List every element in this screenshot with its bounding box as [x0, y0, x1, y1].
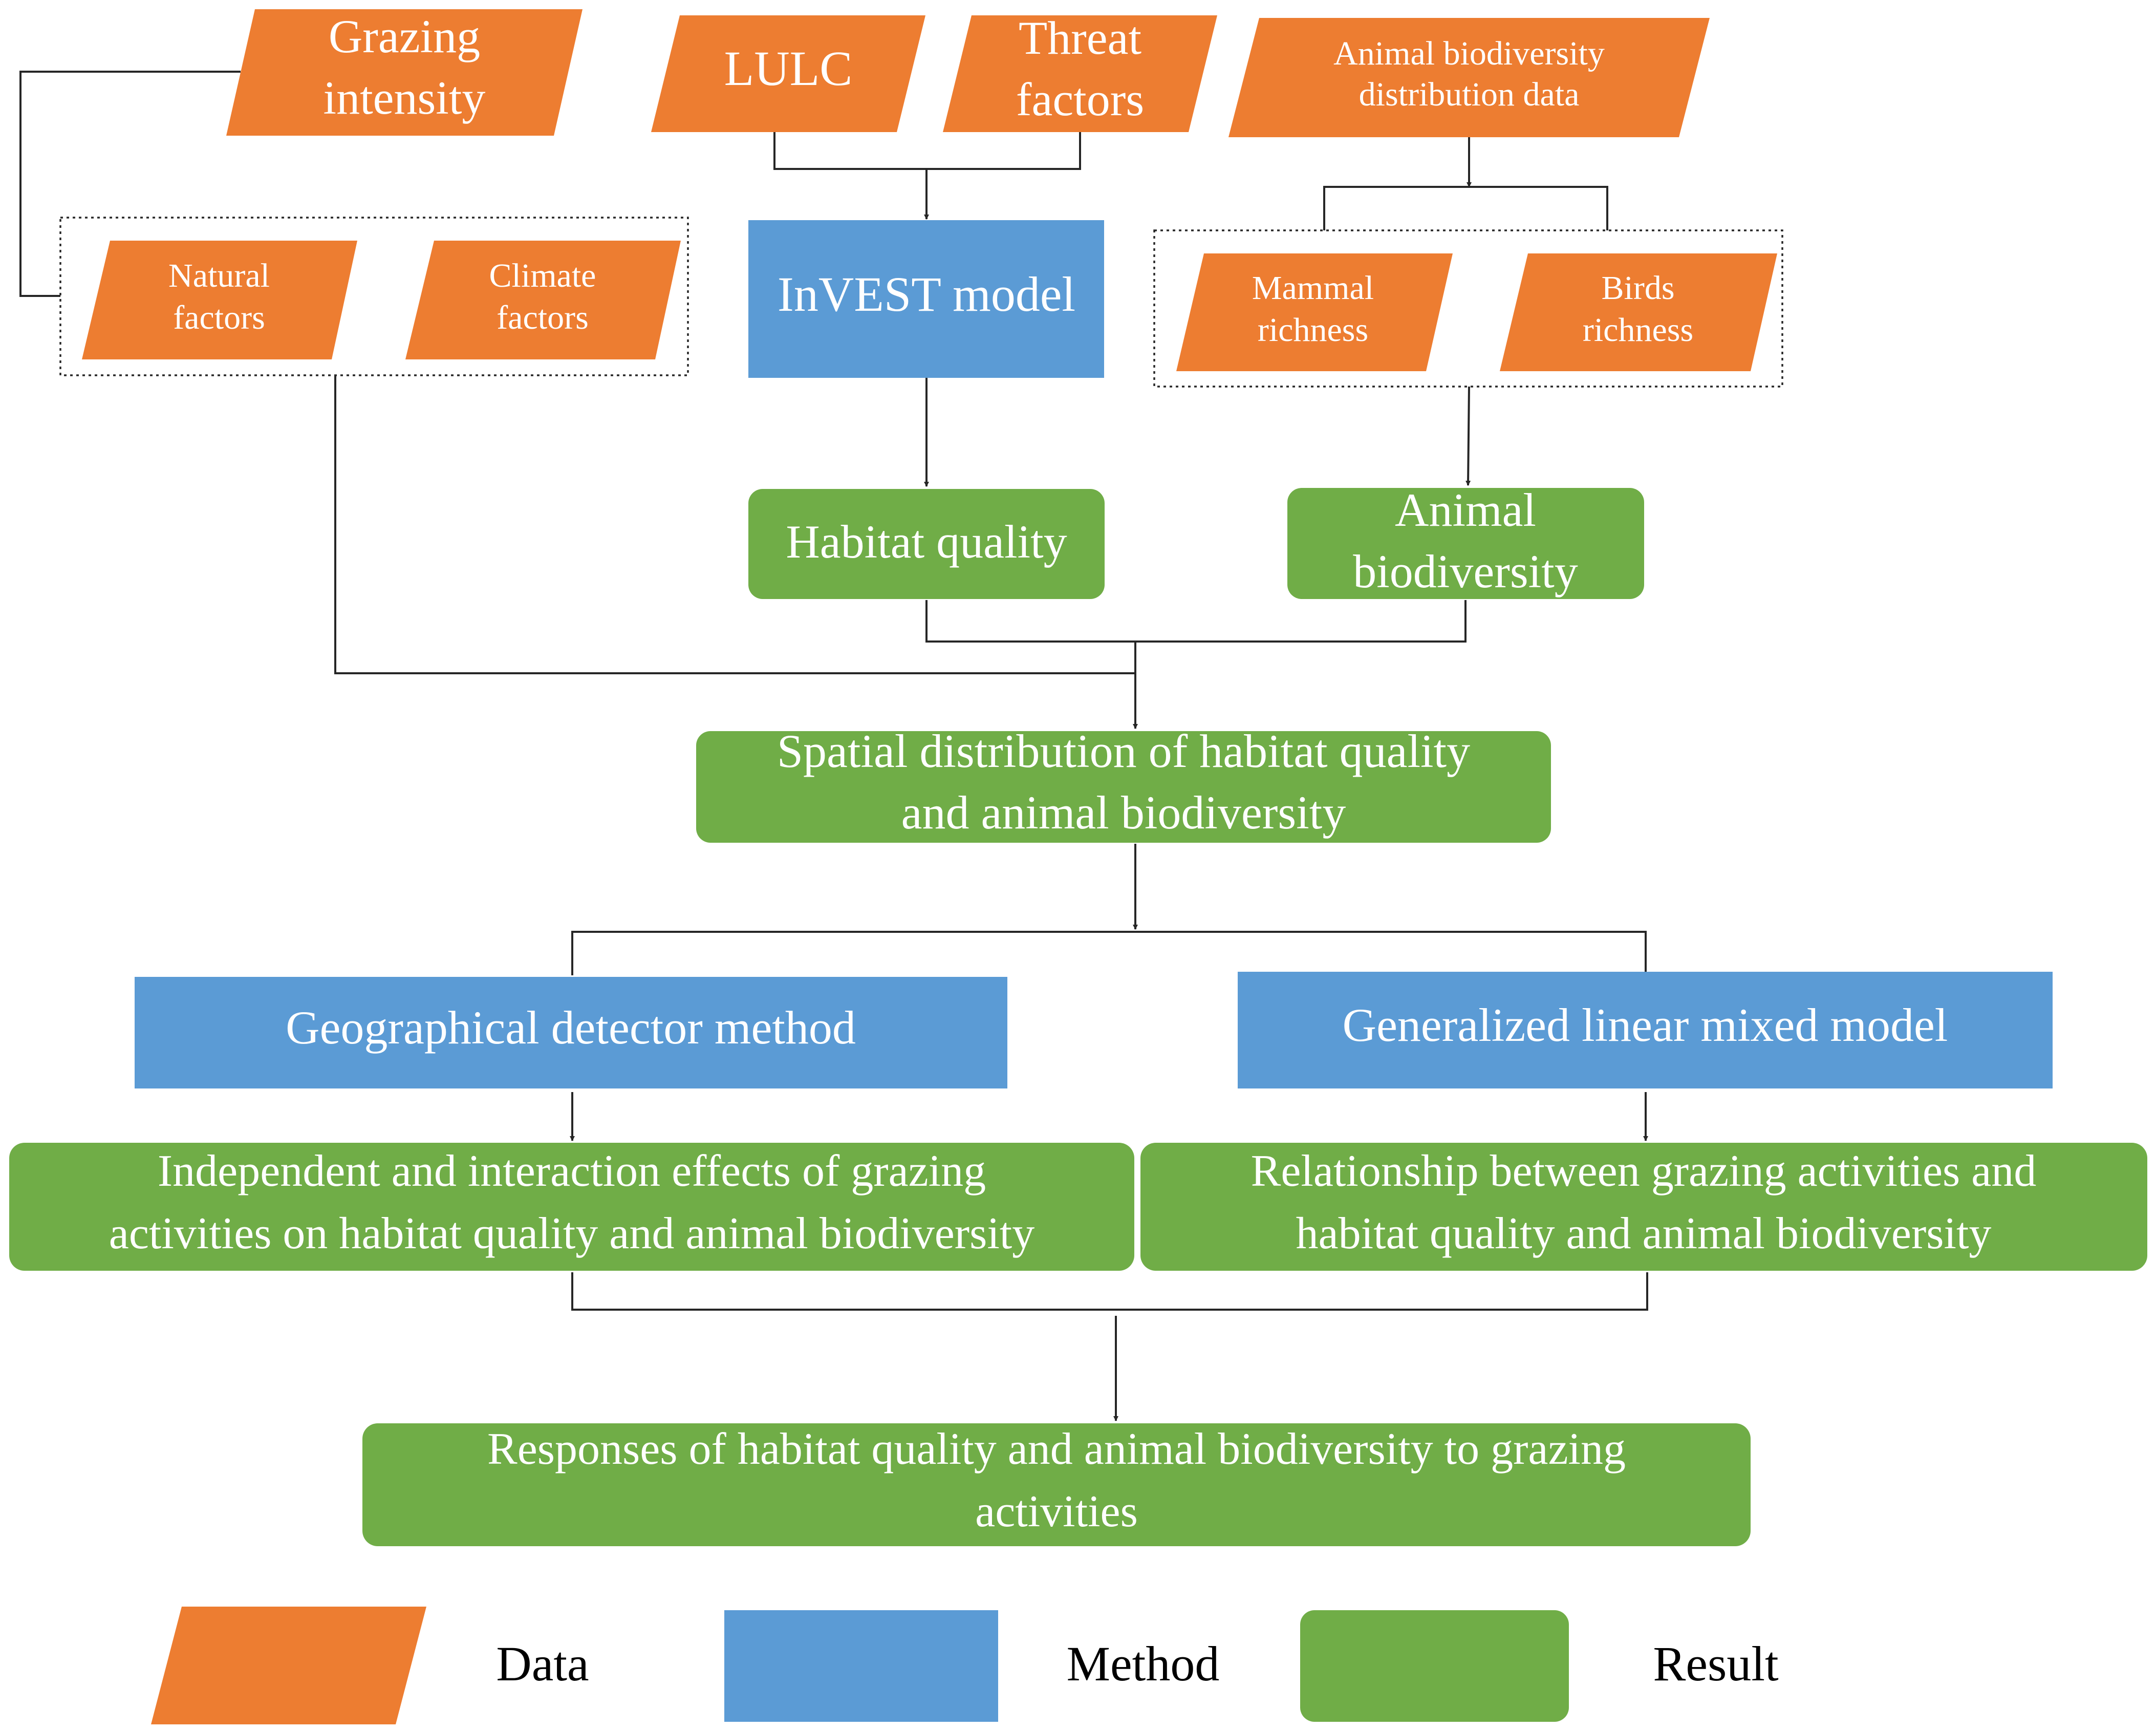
label-line: distribution data — [1359, 76, 1580, 113]
label-line: LULC — [724, 41, 853, 96]
label-line: factors — [173, 299, 265, 336]
label-line: habitat quality and animal biodiversity — [1296, 1209, 1992, 1258]
label-line: factors — [497, 299, 589, 336]
animal-biodiversity-shape — [1287, 488, 1644, 599]
label-line: and animal biodiversity — [901, 786, 1346, 839]
lulc-label: LULC — [724, 41, 853, 96]
node-birds-richness: Birds richness — [1500, 253, 1777, 371]
label-line: Climate — [489, 257, 596, 294]
threat-factors-shape — [943, 15, 1217, 132]
node-climate-factors: Climate factors — [405, 241, 681, 359]
invest-model-shape — [748, 220, 1104, 378]
legend-result-label: Result — [1653, 1636, 1779, 1691]
animal-distribution-data-label: Animal biodiversity distribution data — [1333, 35, 1605, 113]
glmm-shape — [1238, 972, 2053, 1088]
label-line: Relationship between grazing activities … — [1251, 1146, 2037, 1196]
label-line: Natural — [168, 257, 270, 294]
node-independent-effects: Independent and interaction effects of g… — [9, 1143, 1134, 1271]
label-line: activities on habitat quality and animal… — [109, 1209, 1034, 1258]
legend: Data Method Result — [151, 1607, 1779, 1724]
node-animal-distribution-data: Animal biodiversity distribution data — [1228, 18, 1710, 137]
responses-label: Responses of habitat quality and animal … — [487, 1424, 1626, 1536]
label-line: Birds — [1601, 269, 1674, 307]
connector-species-split — [1323, 186, 1608, 230]
node-glmm: Generalized linear mixed model — [1238, 972, 2053, 1088]
connectors — [19, 71, 1648, 1421]
node-threat-factors: Threat factors — [943, 12, 1217, 132]
threat-factors-label: Threat factors — [1016, 12, 1144, 125]
independent-effects-shape — [9, 1143, 1134, 1271]
birds-richness-shape — [1500, 253, 1777, 371]
connector-results-merge — [925, 600, 1467, 643]
spatial-distribution-shape — [696, 731, 1551, 843]
natural-factors-label: Natural factors — [168, 257, 270, 336]
node-geographical-detector: Geographical detector method — [135, 977, 1007, 1088]
label-line: activities — [975, 1487, 1138, 1536]
connector-grazing-to-factors — [19, 71, 241, 297]
label-line: Responses of habitat quality and animal … — [487, 1424, 1626, 1474]
connector-lulc-threat — [773, 131, 1081, 170]
factors-group-box — [59, 217, 689, 376]
label-line: Spatial distribution of habitat quality — [777, 725, 1470, 777]
node-grazing-intensity: Grazing intensity — [226, 9, 583, 136]
mammal-richness-shape — [1176, 253, 1453, 371]
independent-effects-label: Independent and interaction effects of g… — [109, 1146, 1034, 1258]
label-line: richness — [1258, 311, 1368, 349]
legend-method-label: Method — [1067, 1636, 1220, 1691]
climate-factors-shape — [405, 241, 681, 359]
node-invest-model: InVEST model — [748, 220, 1104, 378]
node-relationship: Relationship between grazing activities … — [1140, 1143, 2147, 1271]
geographical-detector-shape — [135, 977, 1007, 1088]
label-line: Grazing — [329, 10, 480, 62]
relationship-shape — [1140, 1143, 2147, 1271]
legend-data-label: Data — [496, 1636, 589, 1691]
geographical-detector-label: Geographical detector method — [286, 1001, 856, 1054]
label-line: Threat — [1019, 12, 1142, 64]
node-habitat-quality: Habitat quality — [748, 489, 1105, 599]
label-line: Mammal — [1252, 269, 1374, 307]
node-natural-factors: Natural factors — [82, 241, 357, 359]
mammal-richness-label: Mammal richness — [1252, 269, 1374, 349]
habitat-quality-shape — [748, 489, 1105, 599]
node-lulc: LULC — [651, 15, 925, 132]
habitat-quality-label: Habitat quality — [786, 516, 1067, 568]
glmm-label: Generalized linear mixed model — [1343, 999, 1948, 1051]
birds-richness-label: Birds richness — [1583, 269, 1693, 349]
label-line: Animal — [1395, 484, 1536, 536]
relationship-label: Relationship between grazing activities … — [1251, 1146, 2037, 1258]
node-mammal-richness: Mammal richness — [1176, 253, 1453, 371]
responses-shape — [362, 1423, 1751, 1546]
label-line: intensity — [324, 72, 486, 124]
label-line: factors — [1016, 73, 1144, 125]
label-line: Generalized linear mixed model — [1343, 999, 1948, 1051]
node-responses: Responses of habitat quality and animal … — [362, 1423, 1751, 1546]
grazing-intensity-shape — [226, 9, 583, 136]
legend-method-swatch — [724, 1610, 998, 1722]
legend-result-swatch — [1300, 1610, 1569, 1722]
label-line: biodiversity — [1353, 545, 1578, 597]
spatial-distribution-label: Spatial distribution of habitat quality a… — [777, 725, 1470, 839]
label-line: Independent and interaction effects of g… — [158, 1146, 986, 1196]
label-line: Geographical detector method — [286, 1001, 856, 1054]
connector-method-split — [571, 931, 1647, 975]
label-line: InVEST model — [778, 267, 1075, 322]
legend-data-swatch — [151, 1607, 426, 1724]
label-line: richness — [1583, 311, 1693, 349]
node-spatial-distribution: Spatial distribution of habitat quality a… — [696, 725, 1551, 843]
climate-factors-label: Climate factors — [489, 257, 596, 336]
node-animal-biodiversity: Animal biodiversity — [1287, 484, 1644, 599]
animal-distribution-data-shape — [1228, 18, 1710, 137]
animal-biodiversity-label: Animal biodiversity — [1353, 484, 1578, 597]
label-line: Animal biodiversity — [1333, 35, 1605, 72]
connector-factors-to-spatial — [334, 375, 1135, 674]
arrow-to-animal-biodiversity — [1465, 386, 1471, 486]
species-group-box — [1153, 229, 1783, 388]
grazing-intensity-label: Grazing intensity — [324, 10, 486, 124]
invest-model-label: InVEST model — [778, 267, 1075, 322]
lulc-shape — [651, 15, 925, 132]
label-line: Habitat quality — [786, 516, 1067, 568]
natural-factors-shape — [82, 241, 357, 359]
connector-final-merge — [571, 1272, 1648, 1311]
